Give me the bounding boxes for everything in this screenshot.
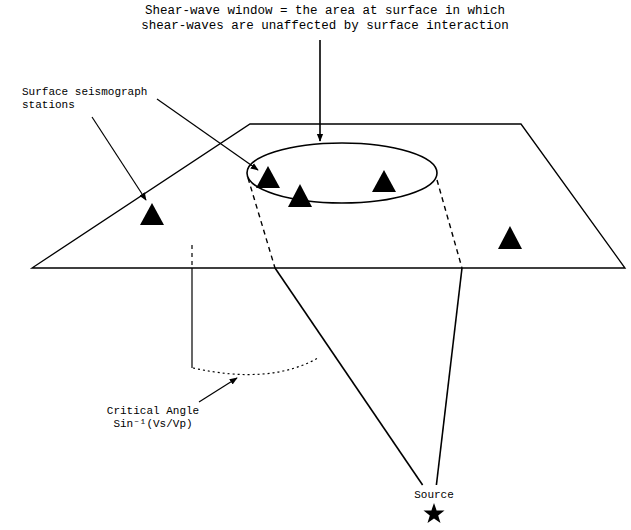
station-triangle — [140, 203, 164, 225]
cone-hidden-edge — [437, 180, 462, 268]
critical-angle-label: Critical Angle Sin⁻¹(Vs/Vp) — [101, 405, 205, 431]
station-triangle — [288, 184, 312, 207]
station-triangle — [256, 166, 280, 188]
source-label: Source — [406, 489, 462, 502]
station-triangle — [372, 170, 396, 192]
stations-label: Surface seismograph stations — [22, 86, 157, 112]
angle-leader — [199, 378, 237, 402]
cone-edge — [275, 268, 423, 485]
vertical-reference-hidden — [191, 245, 192, 268]
cone-edge — [436, 268, 462, 485]
window-leader — [319, 40, 321, 141]
shear-wave-window — [247, 143, 437, 203]
station-triangle — [498, 226, 522, 249]
station-leader — [92, 117, 146, 200]
source-star — [424, 503, 445, 523]
angle-arc — [193, 358, 318, 375]
station-leader — [157, 99, 258, 170]
surface-plane — [32, 124, 625, 268]
window-caption: Shear-wave window = the area at surface … — [130, 4, 520, 34]
cone-hidden-edge — [248, 178, 275, 268]
vertical-reference — [191, 268, 192, 368]
